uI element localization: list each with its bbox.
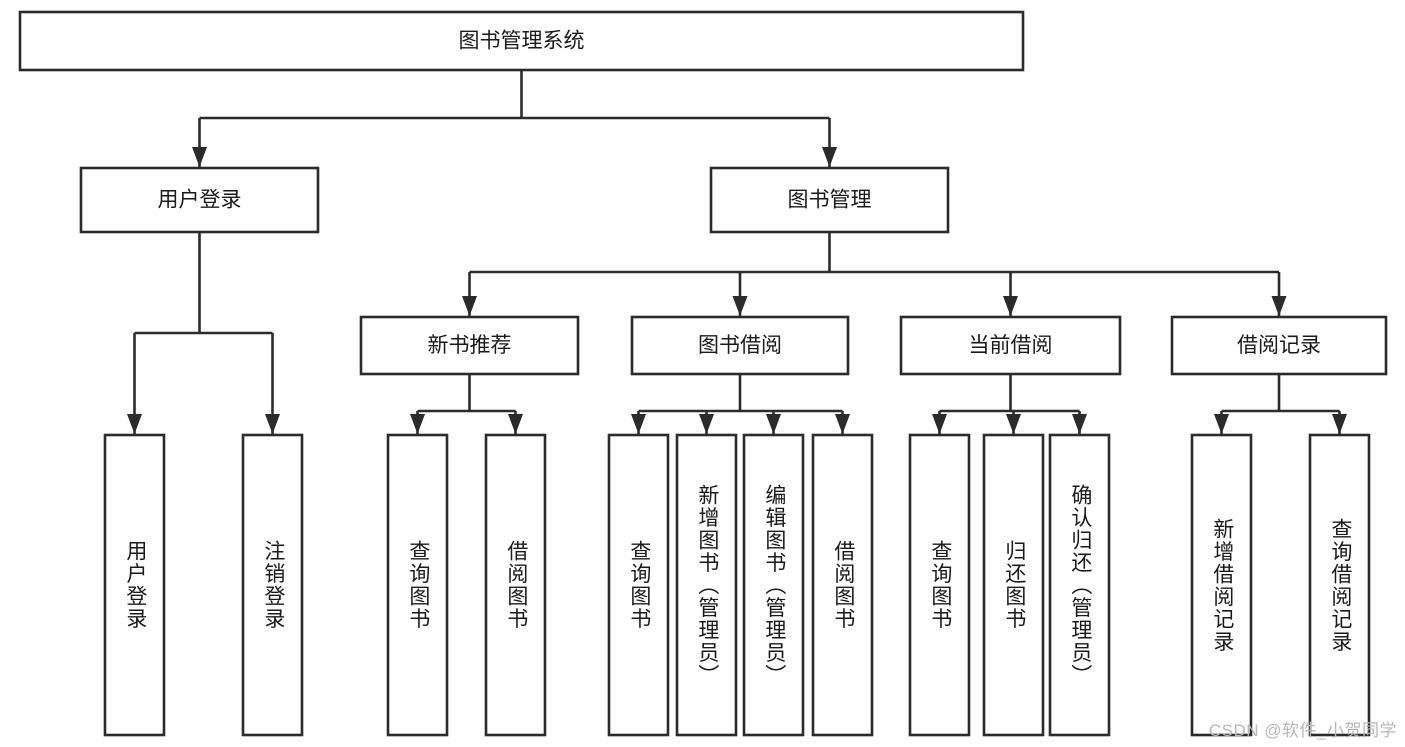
node-root[interactable] [18,10,1025,72]
node-current-borrow-label: 当前借阅 [969,334,1053,357]
leaf-leaf-add-record[interactable] [1190,433,1253,737]
node-new-book-recommend-label: 新书推荐 [428,334,512,357]
node-new-book-recommend[interactable] [359,315,580,376]
watermark-text: CSDN @软件_小贺同学 [1208,721,1397,740]
node-borrow-record[interactable] [1170,315,1388,376]
node-book-manage-label: 图书管理 [788,189,872,212]
leaf-leaf-borrow-book-2[interactable] [811,433,874,737]
boxes-layer [18,10,1388,737]
leaf-leaf-query-book-3[interactable] [908,433,971,737]
leaf-leaf-borrow-book-1[interactable] [484,433,547,737]
node-book-borrow-label: 图书借阅 [698,334,782,357]
leaf-leaf-query-book-2[interactable] [607,433,670,737]
node-user-login-label: 用户登录 [158,189,242,212]
node-book-manage[interactable] [709,166,950,234]
node-borrow-record-label: 借阅记录 [1237,334,1321,357]
leaf-leaf-confirm-return[interactable] [1048,433,1111,737]
leaf-leaf-logout[interactable] [241,433,304,737]
node-current-borrow[interactable] [899,315,1122,376]
leaf-leaf-return-book[interactable] [982,433,1045,737]
edges-layer [127,70,1347,434]
leaf-leaf-edit-book[interactable] [742,433,805,737]
leaf-leaf-add-book[interactable] [675,433,738,737]
leaf-leaf-query-book-1[interactable] [386,433,449,737]
leaf-leaf-query-record[interactable] [1308,433,1371,737]
leaf-leaf-user-login[interactable] [103,433,166,737]
node-user-login[interactable] [79,166,320,234]
node-book-borrow[interactable] [630,315,850,376]
node-root-label: 图书管理系统 [459,30,585,53]
